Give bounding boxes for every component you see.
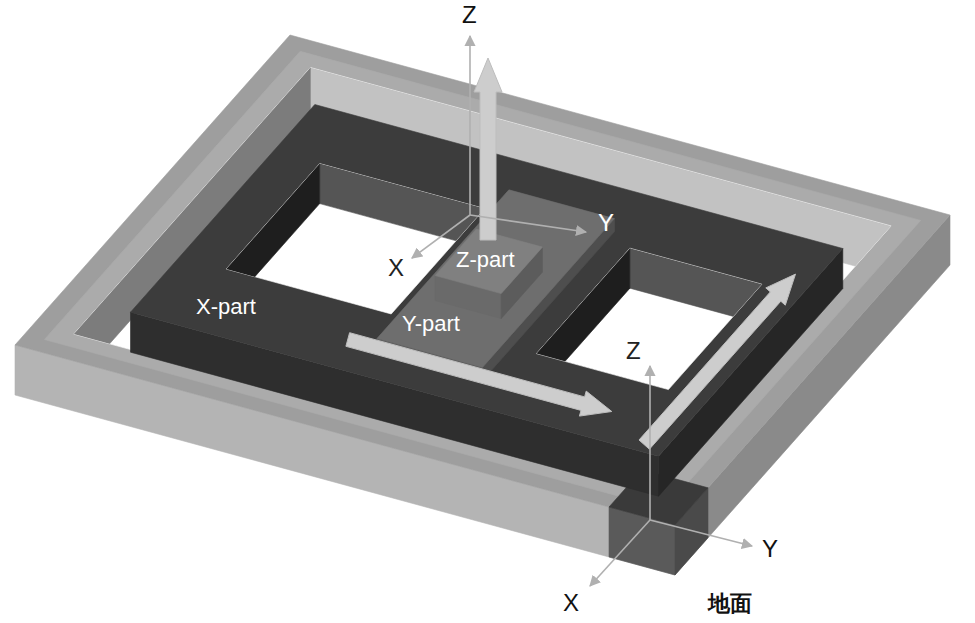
axis-line <box>590 520 650 586</box>
ground-label: 地面 <box>708 592 752 616</box>
z-motion-arrow <box>474 58 502 240</box>
axis-label: X <box>388 255 404 281</box>
x-part-hole-left-back-wall <box>320 164 485 249</box>
frame-inner-band <box>44 51 920 509</box>
axis-line <box>469 36 471 215</box>
y-motion-arrow <box>346 333 612 416</box>
part-label: Z-part <box>456 248 515 272</box>
part-label: X-part <box>196 295 256 319</box>
axis-label: Y <box>598 210 614 236</box>
axis-label: Z <box>462 2 477 28</box>
x-motion-arrow <box>639 274 796 449</box>
axis-label: Z <box>626 338 641 364</box>
frame-top <box>15 35 950 525</box>
x-part-hole-left-left-wall <box>226 164 320 309</box>
x-part-hole-right-back-wall <box>630 248 762 324</box>
axis-line <box>649 366 651 520</box>
axis-line <box>650 520 752 546</box>
axis-line <box>470 215 586 232</box>
axis-label: X <box>563 590 579 616</box>
part-label: Y-part <box>402 312 460 336</box>
axis-label: Y <box>762 536 778 562</box>
